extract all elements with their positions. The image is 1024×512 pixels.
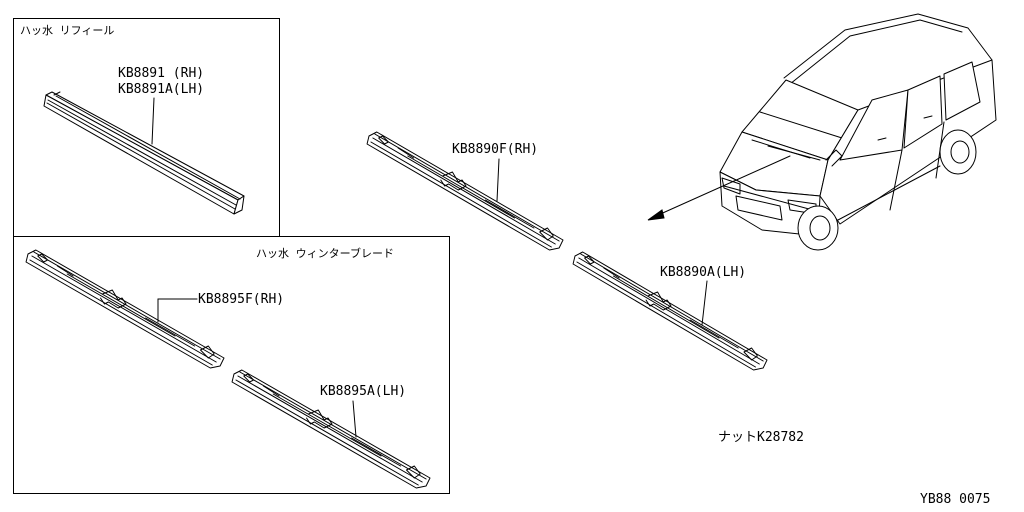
- refill-part-lh: KB8891A(LH): [118, 82, 205, 97]
- winter-part-rh: KB8895F(RH): [198, 292, 285, 307]
- refill-part-rh: KB8891 (RH): [118, 66, 205, 81]
- blade-lh-part: KB8890A(LH): [660, 265, 747, 280]
- leader-kb8890f: [496, 158, 500, 202]
- winter-box-title: ハッ水 ウィンターブレード: [256, 247, 394, 260]
- leader-kb8895a: [352, 400, 357, 438]
- minivan-drawing: [719, 13, 997, 251]
- refill-strip-drawing: [43, 91, 245, 215]
- blade-rh-part: KB8890F(RH): [452, 142, 539, 157]
- winter-blade-rh-drawing: [25, 249, 225, 369]
- refill-box-title: ハッ水 リフィール: [20, 24, 115, 37]
- nut-part: ナットK28782: [718, 430, 804, 445]
- leader-kb8890a: [701, 280, 708, 326]
- pointer-arrow: [647, 155, 791, 221]
- leader-kb8891: [151, 97, 155, 145]
- winter-part-lh: KB8895A(LH): [320, 384, 407, 399]
- diagram-code: YB88 0075: [920, 492, 991, 507]
